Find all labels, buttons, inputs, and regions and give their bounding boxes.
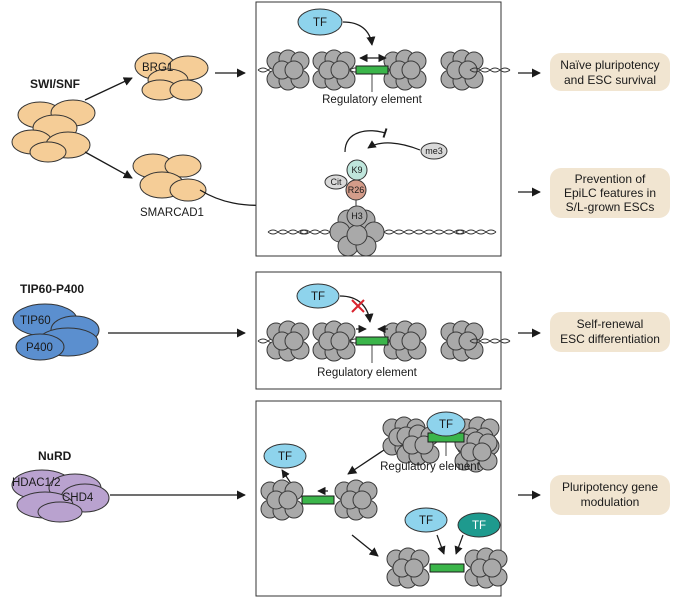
svg-text:R26: R26 xyxy=(348,185,365,195)
blocked-mark xyxy=(351,299,365,313)
regulatory-element-box-2 xyxy=(355,336,389,346)
k9-residue: K9 xyxy=(346,159,368,181)
tf-bubble-light: TF xyxy=(404,507,448,533)
outcome-naive-pluripotency: Naïve pluripotency and ESC survival xyxy=(550,53,670,91)
svg-text:Cit: Cit xyxy=(331,177,342,187)
regulatory-element-box-5 xyxy=(429,563,465,573)
tf-bubble-tip60: TF xyxy=(296,283,340,309)
chromatin-fiber-2 xyxy=(267,205,497,257)
arrow-swisnf-to-brg1 xyxy=(84,77,133,101)
h3-label: H3 xyxy=(351,211,363,221)
nurd-complex xyxy=(11,469,110,523)
tip60-title: TIP60-P400 xyxy=(20,282,84,296)
r26-residue: R26 xyxy=(345,179,367,201)
cit-mark: Cit xyxy=(324,174,348,190)
tf-bubble-brg1: TF xyxy=(297,8,343,36)
outcome-epilc-prevention: Prevention of EpiLC features in S/L-grow… xyxy=(550,168,670,218)
tf-bubble-bound: TF xyxy=(426,411,466,437)
arrow-to-evicted-state xyxy=(347,449,385,475)
svg-text:modulation: modulation xyxy=(581,495,640,509)
tf-bubble-evicted: TF xyxy=(263,443,307,469)
tip60-label: TIP60 xyxy=(20,315,51,327)
brg1-complex xyxy=(134,52,209,101)
swisnf-complex-cluster xyxy=(11,99,96,163)
svg-text:EpiLC features in: EpiLC features in xyxy=(564,186,656,200)
arrow-tf-binding-1 xyxy=(342,21,376,46)
regulatory-element-box-1 xyxy=(355,65,389,75)
smarcad1-label: SMARCAD1 xyxy=(140,207,204,219)
p400-label: P400 xyxy=(26,342,53,354)
brg1-label: BRG1 xyxy=(142,62,173,74)
arrow-tf-light-binding xyxy=(436,534,446,555)
outcome-self-renewal: Self-renewal ESC differentiation xyxy=(550,312,670,352)
arrow-to-competitive-binding xyxy=(351,534,379,557)
arrow-tf-dark-binding xyxy=(454,534,464,555)
me3-mark: me3 xyxy=(420,142,448,160)
svg-text:Naïve pluripotency: Naïve pluripotency xyxy=(560,58,659,72)
chd4-label: CHD4 xyxy=(62,492,94,504)
svg-text:ESC differentiation: ESC differentiation xyxy=(560,332,660,346)
svg-text:TF: TF xyxy=(419,515,433,527)
inhibition-k9 xyxy=(344,128,388,153)
smarcad1-complex xyxy=(132,153,207,202)
regulatory-element-label-2: Regulatory element xyxy=(317,367,418,379)
tip60-complex xyxy=(12,303,100,361)
panel-swisnf xyxy=(255,1,502,257)
nurd-title: NuRD xyxy=(38,449,72,463)
arrow-me3-to-k9 xyxy=(367,140,421,151)
svg-text:TF: TF xyxy=(313,17,327,29)
svg-text:TF: TF xyxy=(439,419,453,431)
svg-text:Prevention of: Prevention of xyxy=(575,172,646,186)
hdac-label: HDAC1/2 xyxy=(12,477,61,489)
tf-bubble-dark: TF xyxy=(457,512,501,538)
arrow-swisnf-to-smarcad1 xyxy=(84,151,133,179)
svg-text:TF: TF xyxy=(472,520,486,532)
regulatory-element-label-1: Regulatory element xyxy=(322,94,423,106)
svg-text:S/L-grown ESCs: S/L-grown ESCs xyxy=(566,200,655,214)
swisnf-title: SWI/SNF xyxy=(30,77,80,91)
svg-text:TF: TF xyxy=(278,451,292,463)
regulatory-element-box-4 xyxy=(301,495,335,505)
outcome-pluripotency-modulation: Pluripotency gene modulation xyxy=(550,475,670,515)
svg-text:and ESC survival: and ESC survival xyxy=(564,73,656,87)
svg-text:Pluripotency gene: Pluripotency gene xyxy=(562,480,658,494)
svg-text:Self-renewal: Self-renewal xyxy=(577,317,644,331)
regulatory-element-label-3: Regulatory element xyxy=(380,461,481,473)
svg-text:me3: me3 xyxy=(425,146,443,156)
svg-text:TF: TF xyxy=(311,291,325,303)
svg-text:K9: K9 xyxy=(351,165,362,175)
